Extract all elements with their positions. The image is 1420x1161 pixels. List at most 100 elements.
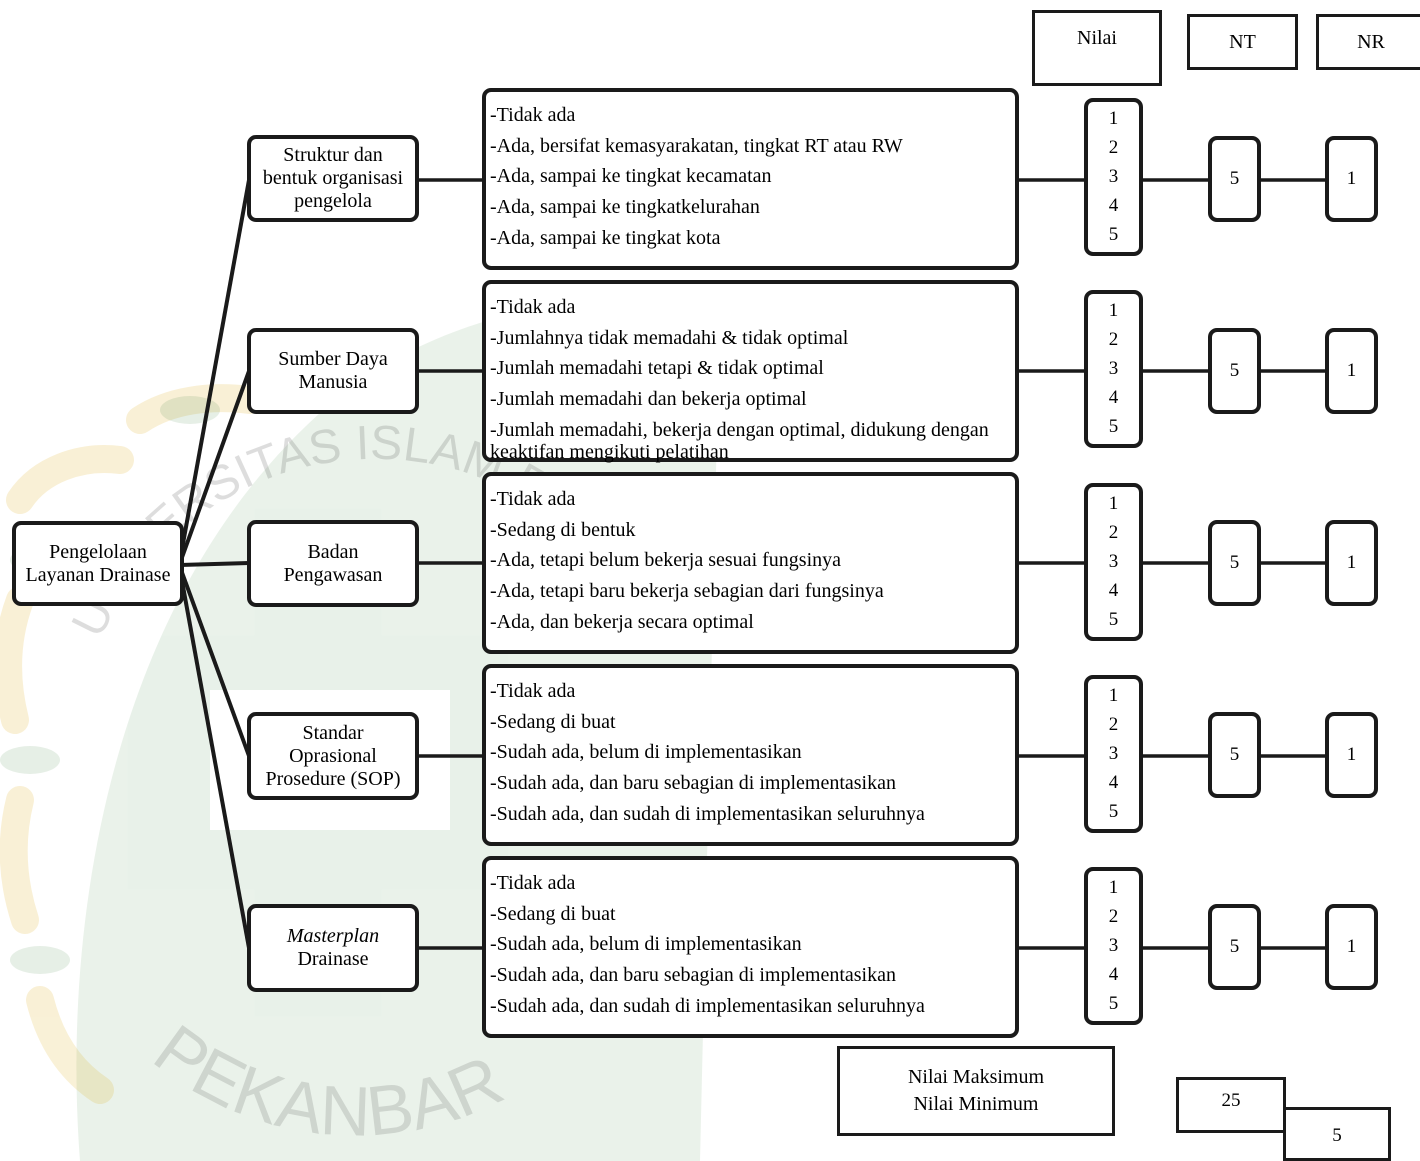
- option-text: -Jumlahnya tidak memadahi & tidak optima…: [490, 326, 849, 349]
- nt-value: 5: [1229, 360, 1240, 381]
- scale-value: 5: [1108, 224, 1119, 246]
- min-value: 5: [1332, 1125, 1342, 1146]
- option-text: -Sudah ada, dan baru sebagian di impleme…: [490, 772, 896, 795]
- scale-value: 1: [1108, 299, 1119, 321]
- scale-value: 3: [1108, 934, 1119, 956]
- option-text: -Sudah ada, dan baru sebagian di impleme…: [490, 964, 896, 987]
- option-text: -Ada, sampai ke tingkat kota: [490, 226, 721, 249]
- header-nt-label: NT: [1229, 30, 1256, 53]
- nr-value: 1: [1346, 744, 1357, 765]
- max-value: 25: [1221, 1090, 1241, 1111]
- option-text: -Sedang di buat: [490, 902, 616, 925]
- scale-value: 2: [1108, 713, 1119, 735]
- scale-value: 4: [1108, 772, 1119, 794]
- criterion-label-line: Badan: [307, 540, 359, 563]
- criterion-label-line: Drainase: [297, 948, 369, 970]
- min-label: Nilai Minimum: [913, 1093, 1039, 1115]
- scale-value: 3: [1108, 742, 1119, 764]
- option-text: -Tidak ada: [490, 104, 576, 126]
- scale-value: 5: [1108, 609, 1119, 631]
- nt-box-struktur: 5: [1208, 136, 1261, 222]
- criterion-label-line: Manusia: [298, 371, 368, 393]
- option-text: -Ada, sampai ke tingkatkelurahan: [490, 196, 760, 219]
- nt-value: 5: [1229, 936, 1240, 957]
- scale-box-masterplan: 1 2 3 4 5: [1084, 867, 1143, 1025]
- criterion-label-line: Masterplan: [286, 925, 380, 947]
- header-nt: NT: [1187, 14, 1298, 70]
- scale-value: 2: [1108, 328, 1119, 350]
- scale-value: 4: [1108, 580, 1119, 602]
- options-box-sop: -Tidak ada -Sedang di buat -Sudah ada, b…: [482, 664, 1019, 846]
- option-text: -Jumlah memadahi tetapi & tidak optimal: [490, 357, 824, 380]
- scale-value: 1: [1108, 684, 1119, 706]
- max-label: Nilai Maksimum: [907, 1066, 1045, 1088]
- nr-box-sdm: 1: [1325, 328, 1378, 414]
- scale-box-badan: 1 2 3 4 5: [1084, 483, 1143, 641]
- nr-value: 1: [1346, 360, 1357, 381]
- nt-box-badan: 5: [1208, 520, 1261, 606]
- nt-value: 5: [1229, 168, 1240, 189]
- option-text: -Ada, bersifat kemasyarakatan, tingkat R…: [490, 134, 903, 157]
- nt-box-sop: 5: [1208, 712, 1261, 798]
- header-nr-label: NR: [1357, 30, 1385, 53]
- header-nilai-label: Nilai: [1077, 27, 1117, 49]
- nr-box-struktur: 1: [1325, 136, 1378, 222]
- nr-box-badan: 1: [1325, 520, 1378, 606]
- options-box-struktur: -Tidak ada -Ada, bersifat kemasyarakatan…: [482, 88, 1019, 270]
- scale-value: 4: [1108, 387, 1119, 409]
- criterion-label-line: pengelola: [294, 190, 372, 212]
- option-text: -Ada, sampai ke tingkat kecamatan: [490, 165, 772, 188]
- criterion-node-struktur: Struktur dan bentuk organisasi pengelola: [247, 135, 419, 222]
- scale-value: 3: [1108, 550, 1119, 572]
- criterion-node-badan: Badan Pengawasan: [247, 520, 419, 607]
- scale-box-sop: 1 2 3 4 5: [1084, 675, 1143, 833]
- option-text: -Sudah ada, dan sudah di implementasikan…: [490, 994, 925, 1017]
- criterion-node-sdm: Sumber Daya Manusia: [247, 328, 419, 414]
- option-text: -Sedang di bentuk: [490, 518, 636, 541]
- scale-value: 1: [1108, 492, 1119, 514]
- option-text: -Tidak ada: [490, 296, 576, 318]
- option-text: -Sudah ada, dan sudah di implementasikan…: [490, 802, 925, 825]
- header-nr: NR: [1316, 14, 1420, 70]
- criterion-label-line: bentuk organisasi: [262, 167, 404, 189]
- criterion-node-masterplan: Masterplan Drainase: [247, 904, 419, 992]
- nr-box-sop: 1: [1325, 712, 1378, 798]
- option-text: -Ada, dan bekerja secara optimal: [490, 610, 754, 633]
- criterion-label-line: Struktur dan: [283, 144, 383, 166]
- nt-value: 5: [1229, 744, 1240, 765]
- root-label-line1: Pengelolaan: [49, 540, 147, 563]
- root-label-line2: Layanan Drainase: [25, 563, 171, 586]
- criterion-label-line: Pengawasan: [283, 563, 383, 586]
- option-text: -Ada, tetapi belum bekerja sesuai fungsi…: [490, 549, 841, 572]
- scale-value: 5: [1108, 416, 1119, 438]
- scale-value: 2: [1108, 521, 1119, 543]
- criterion-label-line: Sumber Daya: [278, 348, 388, 370]
- header-nilai: Nilai: [1032, 10, 1162, 86]
- scale-value: 3: [1108, 165, 1119, 187]
- min-value-box: 5: [1283, 1107, 1391, 1161]
- option-text: -Tidak ada: [490, 872, 576, 894]
- nr-value: 1: [1346, 552, 1357, 573]
- scale-value: 5: [1108, 801, 1119, 823]
- criterion-node-sop: Standar Oprasional Prosedure (SOP): [247, 712, 419, 800]
- nr-value: 1: [1346, 936, 1357, 957]
- option-text: -Tidak ada: [490, 488, 576, 510]
- nr-box-masterplan: 1: [1325, 904, 1378, 990]
- summary-labels-box: Nilai Maksimum Nilai Minimum: [837, 1046, 1115, 1136]
- option-text: -Jumlah memadahi dan bekerja optimal: [490, 388, 807, 411]
- option-text: -Jumlah memadahi, bekerja dengan optimal…: [490, 418, 989, 463]
- criterion-label-line: Oprasional: [289, 744, 377, 767]
- criterion-label-line: Standar: [302, 721, 364, 744]
- nt-value: 5: [1229, 552, 1240, 573]
- root-node: Pengelolaan Layanan Drainase: [12, 521, 184, 606]
- scale-value: 4: [1108, 964, 1119, 986]
- option-text: -Tidak ada: [490, 680, 576, 702]
- option-text: -Sudah ada, belum di implementasikan: [490, 741, 802, 764]
- scale-box-struktur: 1 2 3 4 5: [1084, 98, 1143, 256]
- nt-box-masterplan: 5: [1208, 904, 1261, 990]
- option-text: -Ada, tetapi baru bekerja sebagian dari …: [490, 580, 884, 603]
- criterion-label-line: Prosedure (SOP): [265, 767, 401, 790]
- scale-value: 2: [1108, 136, 1119, 158]
- option-text: -Sudah ada, belum di implementasikan: [490, 933, 802, 956]
